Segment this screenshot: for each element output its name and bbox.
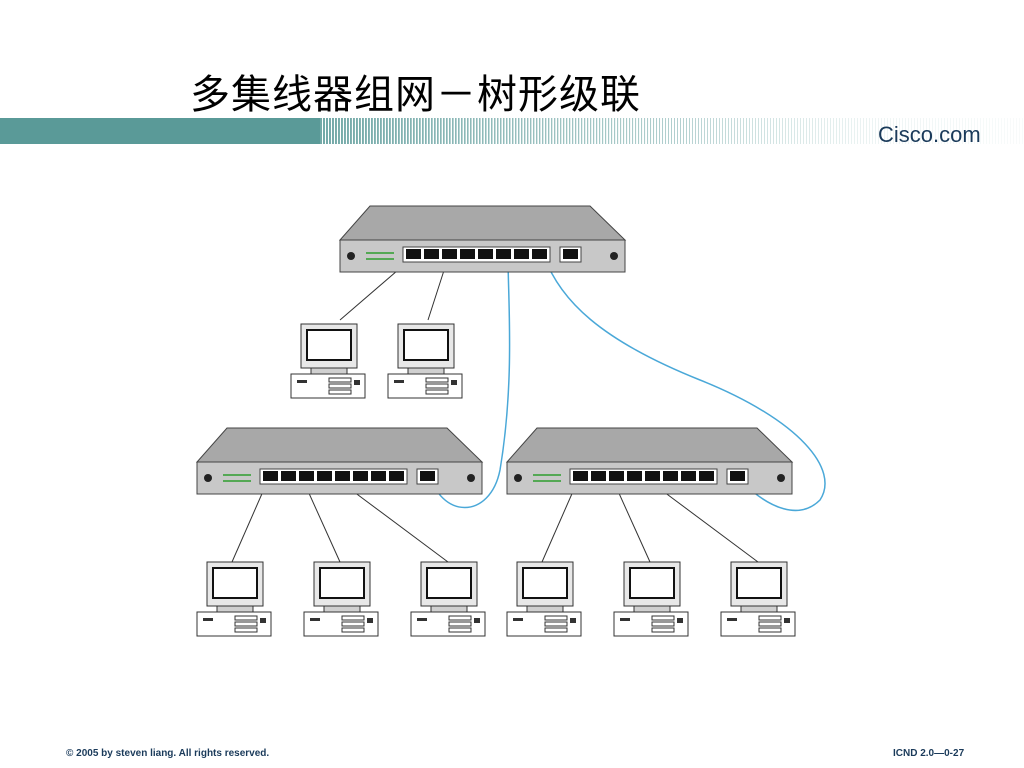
computer-right-3 (720, 561, 796, 637)
hub-right (506, 427, 793, 495)
hub-left (196, 427, 483, 495)
uplink-cable-left (427, 255, 511, 509)
computer-left-2 (303, 561, 379, 637)
computer-right-2 (613, 561, 689, 637)
computer-root-1 (290, 323, 366, 399)
header-band-solid (0, 118, 320, 144)
brand-logo-text: Cisco.com (878, 122, 981, 147)
uplink-cable-right (543, 255, 826, 512)
computer-right-1 (506, 561, 582, 637)
computer-root-2 (387, 323, 463, 399)
footer-copyright: © 2005 by steven liang. All rights reser… (66, 748, 270, 759)
computer-left-3 (410, 561, 486, 637)
footer-page-number: ICND 2.0—0-27 (893, 748, 965, 759)
wires (231, 257, 759, 563)
slide-title: 多集线器组网－树形级联 (190, 72, 641, 118)
header-band (0, 118, 1023, 144)
computer-left-1 (196, 561, 272, 637)
hub-root (339, 205, 626, 273)
header-band-stripes (320, 118, 1023, 144)
uplink-cables (427, 255, 826, 512)
